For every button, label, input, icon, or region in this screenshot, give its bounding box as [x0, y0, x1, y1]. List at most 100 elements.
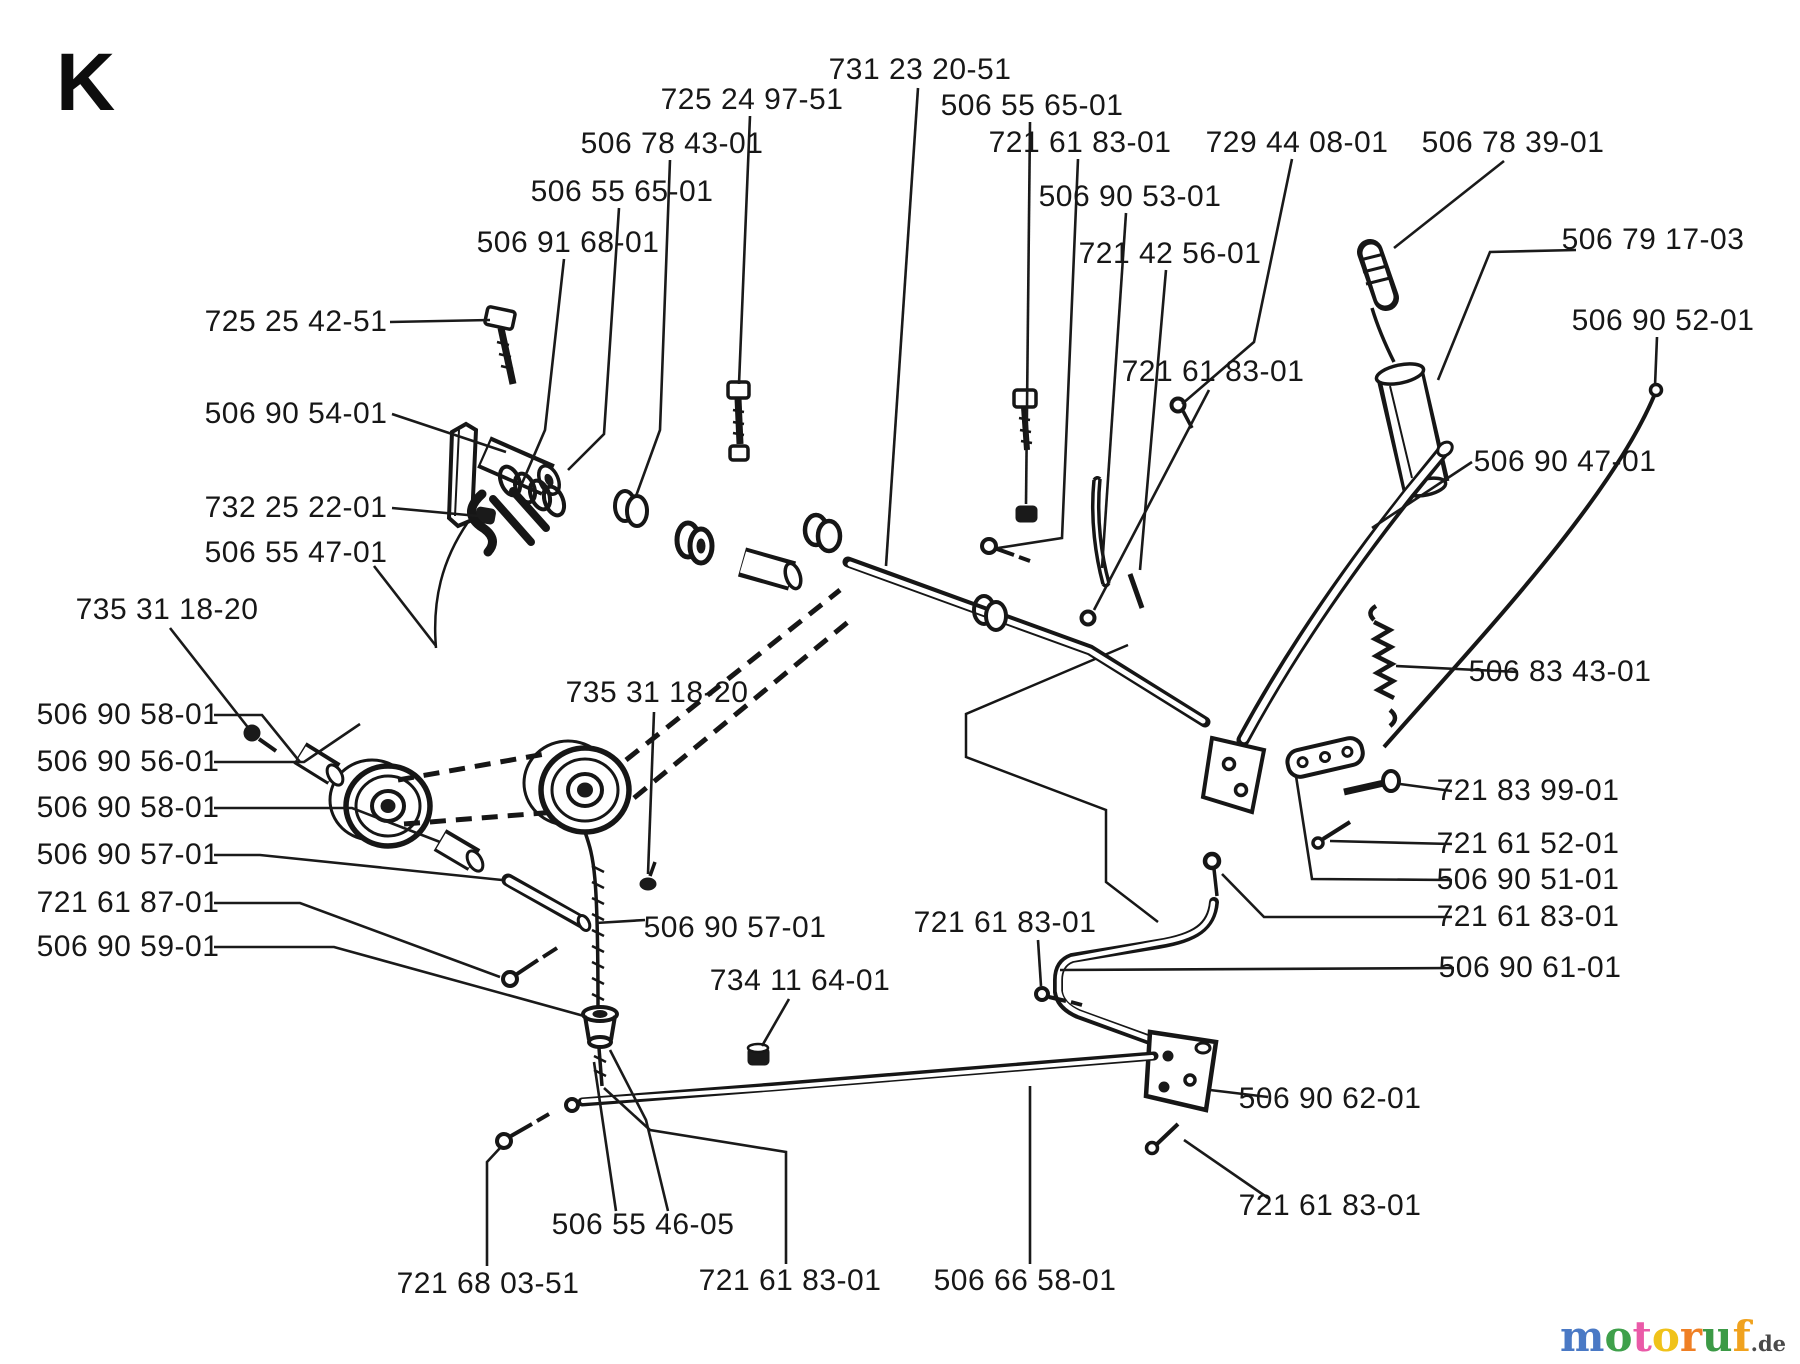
part-number-label: 506 55 65-01: [940, 89, 1124, 122]
part-number-label: 506 79 17-03: [1561, 223, 1745, 256]
connector-block: [737, 547, 803, 591]
tension-spring: [1368, 604, 1398, 728]
leader-line: [214, 713, 302, 763]
leader-line: [1059, 966, 1455, 972]
watermark-letter: o: [1604, 1312, 1633, 1361]
watermark-letter: m: [1559, 1312, 1605, 1361]
leader-line: [214, 853, 503, 882]
eyelet-ring: [1079, 609, 1097, 627]
eyelet-pin: [501, 946, 559, 988]
part-number-label: 731 23 20-51: [828, 53, 1012, 86]
part-number-label: 506 78 43-01: [580, 127, 764, 160]
leader-line: [603, 1087, 788, 1264]
page-section-letter: K: [56, 37, 115, 128]
idler-pulley: [522, 739, 632, 835]
part-number-label: 734 11 64-01: [709, 964, 891, 997]
watermark-letter: r: [1679, 1312, 1703, 1361]
washer-part: [674, 520, 715, 566]
part-number-label: 721 61 83-01: [1436, 900, 1620, 933]
bottom-rod: [564, 1051, 1159, 1113]
nut-part: [746, 1042, 770, 1066]
leader-line: [997, 158, 1080, 550]
spacer-cylinder: [293, 742, 345, 787]
part-number-label: 506 90 57-01: [643, 911, 827, 944]
washer-part: [613, 489, 649, 528]
part-number-label: 721 68 03-51: [396, 1267, 580, 1300]
leader-line: [214, 722, 361, 764]
part-number-label: 506 90 58-01: [36, 791, 220, 824]
leader-line: [1329, 839, 1453, 846]
leader-line: [1024, 121, 1032, 505]
watermark-letter: f: [1732, 1312, 1751, 1361]
part-number-label: 506 90 62-01: [1238, 1082, 1422, 1115]
part-number-label: 721 61 52-01: [1436, 827, 1620, 860]
leader-line: [485, 1147, 501, 1266]
knob-stem: [1370, 307, 1396, 363]
leader-line: [1393, 159, 1505, 250]
part-number-label: 721 61 83-01: [1121, 355, 1305, 388]
part-number-label: 506 55 65-01: [530, 175, 714, 208]
part-number-label: 506 83 43-01: [1468, 655, 1652, 688]
part-number-label: 729 44 08-01: [1205, 126, 1389, 159]
leader-line: [214, 806, 441, 844]
leader-line: [737, 115, 752, 385]
part-number-label: 506 90 59-01: [36, 930, 220, 963]
washer-part: [972, 594, 1008, 632]
watermark-letter: o: [1651, 1312, 1680, 1361]
fork-clip: [467, 487, 550, 557]
part-number-label: 721 61 83-01: [988, 126, 1172, 159]
part-number-label: 721 61 87-01: [36, 886, 220, 919]
bolt-part: [639, 861, 657, 891]
leader-line: [1399, 782, 1453, 793]
drive-belt: [397, 588, 850, 827]
part-number-label: 721 61 83-01: [913, 906, 1097, 939]
part-number-label: 506 90 58-01: [36, 698, 220, 731]
leader-line: [592, 1061, 618, 1212]
part-number-label: 506 90 56-01: [36, 745, 220, 778]
grommet: [581, 1005, 619, 1049]
leader-line: [1395, 664, 1519, 674]
bolt-part: [483, 305, 517, 385]
part-number-label: 721 61 83-01: [698, 1264, 882, 1297]
control-cable: [583, 831, 607, 1087]
knob-part: [1357, 239, 1399, 311]
leader-line: [1221, 873, 1452, 919]
eyelet-pin: [1202, 851, 1222, 897]
leader-line: [1092, 389, 1211, 611]
part-number-label: 735 31 18-20: [75, 593, 259, 626]
part-number-label: 506 90 51-01: [1436, 863, 1620, 896]
leader-line: [1036, 939, 1043, 987]
leader-line: [168, 627, 252, 731]
watermark-word: motoruf: [1560, 1312, 1751, 1361]
leader-line: [1138, 269, 1168, 571]
roller-cylinder: [477, 436, 561, 496]
part-number-label: 721 83 99-01: [1436, 774, 1620, 807]
eyelet-pin: [1311, 820, 1352, 850]
watermark-suffix: .de: [1750, 1331, 1786, 1356]
watermark-logo: motoruf.de: [1560, 1316, 1786, 1358]
leader-line: [1371, 460, 1473, 530]
eyelet-pin: [1144, 1122, 1180, 1156]
part-number-label: 506 90 47-01: [1473, 445, 1657, 478]
part-number-label: 735 31 18-20: [565, 676, 749, 709]
bolt-part: [1343, 769, 1401, 796]
z-bend-arm: [1053, 897, 1219, 1055]
part-number-label: 506 78 39-01: [1421, 126, 1605, 159]
leader-line: [372, 565, 438, 647]
eyelet-pin: [1034, 986, 1083, 1007]
leader-line: [760, 998, 791, 1047]
leader-line: [646, 711, 656, 875]
part-number-label: 506 90 61-01: [1438, 951, 1622, 984]
watermark-letter: t: [1632, 1312, 1652, 1361]
leader-line: [608, 1049, 670, 1212]
leader-line: [634, 159, 672, 497]
leader-line: [1653, 336, 1659, 387]
part-number-label: 506 90 53-01: [1038, 180, 1222, 213]
leader-line: [391, 412, 507, 454]
panel-outline: [964, 643, 1159, 923]
leader-line: [389, 318, 491, 324]
triangular-bracket: [1143, 1029, 1219, 1113]
small-pin: [1127, 573, 1145, 609]
